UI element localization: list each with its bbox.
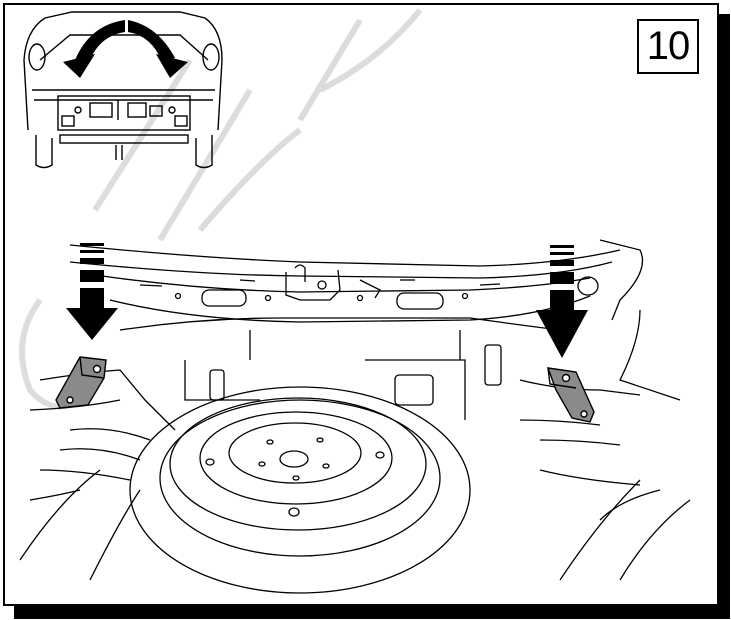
trunk-illustration <box>19 239 691 594</box>
step-number-badge: 10 <box>637 19 699 74</box>
arrow-down-icon <box>66 243 118 340</box>
tailgate-open-arrows-icon <box>63 20 188 78</box>
car-rear-open-tailgate-icon <box>23 11 223 169</box>
arrow-down-icon <box>536 245 588 358</box>
left-mounting-bracket <box>55 356 107 409</box>
frame-border <box>3 3 719 606</box>
right-mounting-bracket <box>546 367 595 423</box>
